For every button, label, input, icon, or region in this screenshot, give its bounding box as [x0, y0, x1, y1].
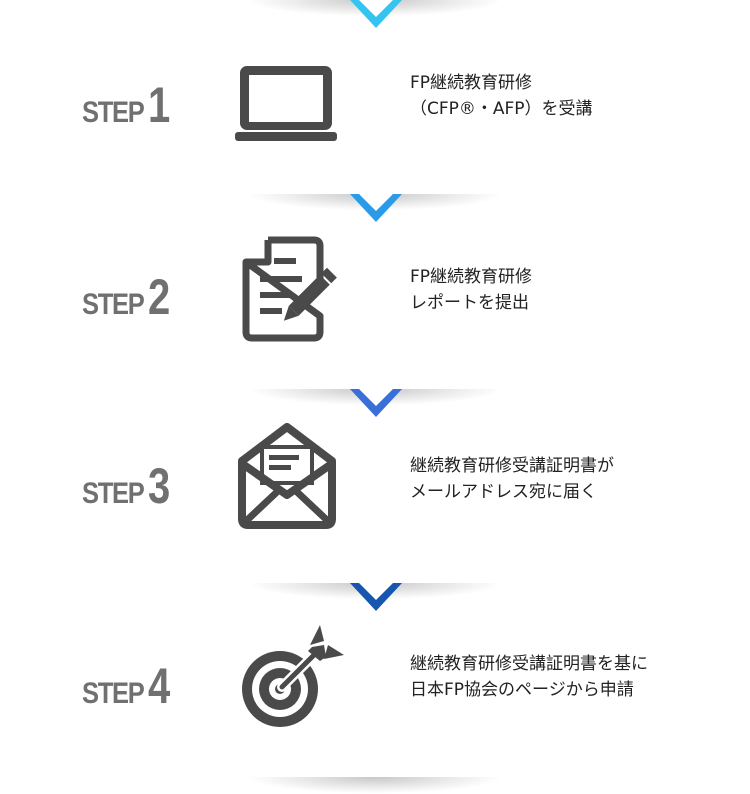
step-line: 継続教育研修受講証明書を基に	[410, 654, 648, 674]
arrow-down-icon	[350, 0, 402, 28]
arrow-down-icon	[350, 389, 402, 417]
step-number: 3	[148, 458, 171, 514]
step-3: STEP 3 継続教育研修受講証明書が メールアドレス宛に届く	[0, 389, 750, 583]
step-label: STEP 4	[82, 661, 176, 711]
step-label: STEP 1	[82, 80, 176, 130]
step-line: メールアドレス宛に届く	[410, 482, 597, 502]
step-description: 継続教育研修受講証明書が メールアドレス宛に届く	[410, 453, 614, 505]
step-description: FP継続教育研修 （CFP®・AFP）を受講	[410, 70, 593, 122]
step-line: （CFP®・AFP）を受講	[410, 99, 593, 119]
envelope-letter-icon	[238, 423, 336, 529]
step-label: STEP 2	[82, 272, 176, 322]
step-word: STEP	[82, 677, 145, 710]
step-1: STEP 1 FP継続教育研修 （CFP®・AFP）を受講	[0, 0, 750, 194]
target-arrow-icon	[242, 625, 344, 727]
step-description: 継続教育研修受講証明書を基に 日本FP協会のページから申請	[410, 651, 648, 703]
arrow-down-icon	[350, 583, 402, 611]
step-line: FP継続教育研修	[410, 267, 533, 287]
step-description: FP継続教育研修 レポートを提出	[410, 264, 532, 316]
step-word: STEP	[82, 477, 145, 510]
divider-shadow	[250, 777, 500, 793]
arrow-down-icon	[350, 194, 402, 222]
step-number: 1	[148, 77, 171, 133]
step-word: STEP	[82, 96, 145, 129]
document-pencil-icon	[242, 236, 337, 342]
step-line: FP継続教育研修	[410, 73, 533, 93]
step-4: STEP 4 継続教育研修受講証明書を基に 日本FP協会のページから申請	[0, 583, 750, 777]
laptop-icon	[235, 66, 337, 141]
step-word: STEP	[82, 288, 145, 321]
step-line: 継続教育研修受講証明書が	[410, 456, 614, 476]
step-line: 日本FP協会のページから申請	[410, 680, 634, 700]
step-number: 4	[148, 658, 171, 714]
step-label: STEP 3	[82, 461, 176, 511]
step-2: STEP 2 FP継続教育研修 レポートを提出	[0, 194, 750, 388]
step-line: レポートを提出	[410, 293, 529, 313]
step-number: 2	[148, 269, 171, 325]
